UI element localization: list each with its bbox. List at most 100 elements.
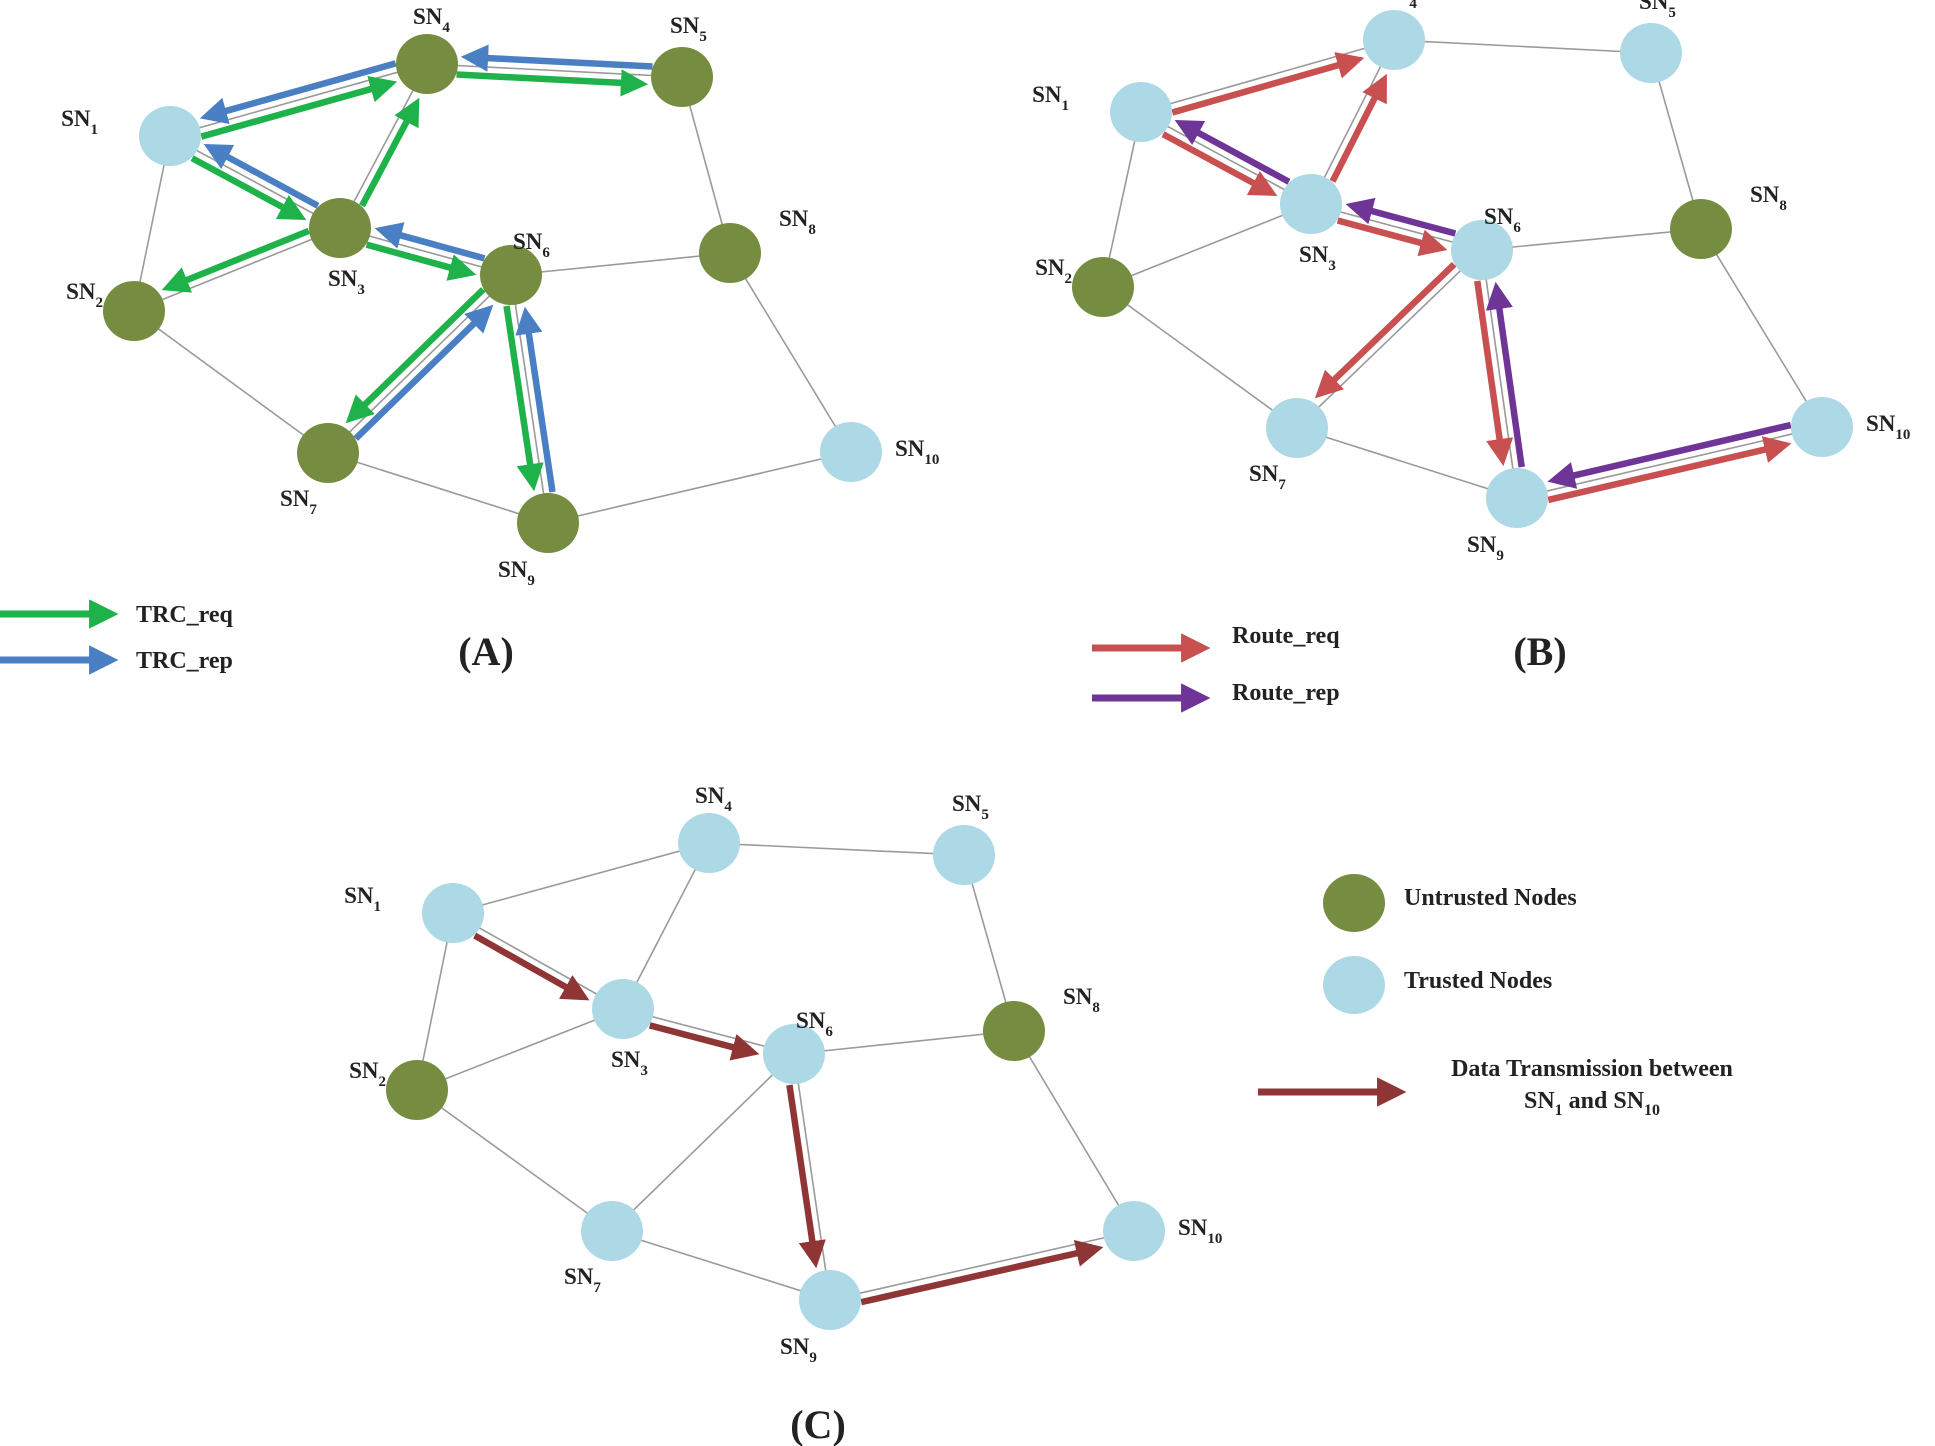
legend-route-rep-label: Route_rep xyxy=(1232,680,1340,706)
link-sn9-sn10 xyxy=(829,1230,1135,1301)
node-sn9-trusted xyxy=(799,1270,861,1330)
node-sn4-trusted xyxy=(678,813,740,873)
link-sn2-sn7 xyxy=(133,310,329,454)
node-label-sn4: SN4 xyxy=(1380,0,1417,12)
trc-rep-arrow-sn4-sn1 xyxy=(199,60,397,125)
route-req-arrow-sn6-sn9 xyxy=(1474,280,1514,467)
legend-trusted-label: Trusted Nodes xyxy=(1404,968,1552,994)
node-label-sn7: SN7 xyxy=(1249,461,1286,493)
node-label-sn6: SN6 xyxy=(513,229,550,261)
trc-rep-arrow-sn3-sn1 xyxy=(203,143,320,209)
node-sn6-trusted xyxy=(1451,220,1513,280)
node-label-sn5: SN5 xyxy=(1639,0,1676,21)
trc-req-arrow-sn1-sn4 xyxy=(200,75,398,140)
legend-b: Route_req Route_rep xyxy=(1092,623,1340,713)
node-sn6-trusted xyxy=(763,1024,825,1084)
trc-req-arrow-sn3-sn4 xyxy=(359,97,420,208)
link-sn6-sn7 xyxy=(611,1053,795,1232)
node-sn7-trusted xyxy=(1266,398,1328,458)
node-label-sn7: SN7 xyxy=(280,486,317,518)
link-sn1-sn4 xyxy=(452,842,710,914)
link-sn6-sn9 xyxy=(793,1053,831,1301)
node-label-sn2: SN2 xyxy=(1035,255,1072,287)
link-sn1-sn3 xyxy=(452,912,624,1010)
node-sn7-untrusted xyxy=(297,423,359,483)
link-sn8-sn10 xyxy=(729,252,852,453)
legend-c: Untrusted Nodes Trusted Nodes Data Trans… xyxy=(1258,874,1733,1119)
panel-c-caption: (C) xyxy=(790,1402,846,1446)
node-label-sn3: SN3 xyxy=(611,1047,648,1079)
link-sn9-sn10 xyxy=(547,451,852,524)
node-sn4-untrusted xyxy=(396,34,458,94)
node-sn10-trusted xyxy=(820,422,882,482)
trc-rep-arrow-sn7-sn6 xyxy=(353,304,494,441)
route-rep-arrow-sn3-sn1 xyxy=(1174,119,1291,185)
node-sn4-trusted xyxy=(1363,10,1425,70)
node-label-sn9: SN9 xyxy=(1467,532,1504,564)
link-sn1-sn3 xyxy=(1140,111,1312,205)
node-sn5-untrusted xyxy=(651,47,713,107)
route-req-arrow-sn1-sn4 xyxy=(1171,52,1365,116)
node-sn3-untrusted xyxy=(309,198,371,258)
node-label-sn4: SN4 xyxy=(413,4,450,36)
node-label-sn10: SN10 xyxy=(895,436,939,468)
node-sn9-untrusted xyxy=(517,493,579,553)
trc-rep-arrow-sn9-sn6 xyxy=(515,306,556,493)
legend-data-label-line1: Data Transmission between xyxy=(1451,1056,1733,1082)
link-sn6-sn9 xyxy=(510,274,549,524)
legend-data-label-line2: SN1 and SN10 xyxy=(1524,1088,1660,1119)
node-label-sn3: SN3 xyxy=(328,266,365,298)
data-arrow-sn6-sn9 xyxy=(786,1084,826,1269)
link-sn4-sn5 xyxy=(1393,39,1652,54)
node-label-sn3: SN3 xyxy=(1299,242,1336,274)
node-label-sn2: SN2 xyxy=(66,279,103,311)
trc-rep-arrow-sn6-sn3 xyxy=(374,222,486,262)
node-sn2-untrusted xyxy=(386,1060,448,1120)
legend-a: TRC_req TRC_rep xyxy=(0,599,234,675)
node-sn8-untrusted xyxy=(983,1001,1045,1061)
legend-route-req-label: Route_req xyxy=(1232,623,1340,649)
link-sn4-sn5 xyxy=(708,842,965,856)
link-sn3-sn4 xyxy=(622,842,710,1010)
legend-trc-req-label: TRC_req xyxy=(136,602,234,628)
node-label-sn4: SN4 xyxy=(695,783,732,815)
node-sn2-untrusted xyxy=(103,281,165,341)
link-sn6-sn8 xyxy=(793,1030,1015,1055)
node-sn7-trusted xyxy=(581,1201,643,1261)
link-sn2-sn7 xyxy=(416,1089,613,1232)
panel-a-caption: (A) xyxy=(458,629,514,674)
node-label-sn9: SN9 xyxy=(498,557,535,589)
node-label-sn6: SN6 xyxy=(1484,204,1521,236)
node-sn3-trusted xyxy=(1280,174,1342,234)
node-sn9-trusted xyxy=(1486,468,1548,528)
legend-untrusted-swatch xyxy=(1323,874,1385,932)
route-rep-arrow-sn10-sn9 xyxy=(1547,421,1792,489)
node-sn1-trusted xyxy=(139,106,201,166)
node-label-sn1: SN1 xyxy=(61,106,98,138)
node-label-sn6: SN6 xyxy=(796,1008,833,1040)
legend-trusted-swatch xyxy=(1323,956,1385,1014)
node-label-sn7: SN7 xyxy=(564,1264,601,1296)
link-sn1-sn2 xyxy=(416,912,454,1091)
link-sn7-sn9 xyxy=(1296,427,1518,499)
node-sn8-untrusted xyxy=(699,223,761,283)
link-sn6-sn7 xyxy=(1296,249,1483,429)
node-sn1-trusted xyxy=(1110,82,1172,142)
link-sn1-sn4 xyxy=(169,63,428,137)
link-sn6-sn8 xyxy=(1481,228,1702,251)
link-sn1-sn3 xyxy=(169,135,341,229)
trc-rep-arrow-sn5-sn4 xyxy=(460,44,653,72)
route-req-arrow-sn9-sn10 xyxy=(1547,436,1792,504)
trc-req-arrow-sn4-sn5 xyxy=(456,69,649,97)
data-arrow-sn1-sn3 xyxy=(473,932,590,1001)
trc-req-arrow-sn6-sn9 xyxy=(503,305,544,492)
route-rep-arrow-sn6-sn3 xyxy=(1345,197,1457,237)
trc-req-arrow-sn3-sn2 xyxy=(161,227,311,293)
link-sn2-sn7 xyxy=(1102,286,1298,429)
node-label-sn10: SN10 xyxy=(1178,1215,1222,1247)
node-sn2-untrusted xyxy=(1072,257,1134,317)
node-sn3-trusted xyxy=(592,979,654,1039)
